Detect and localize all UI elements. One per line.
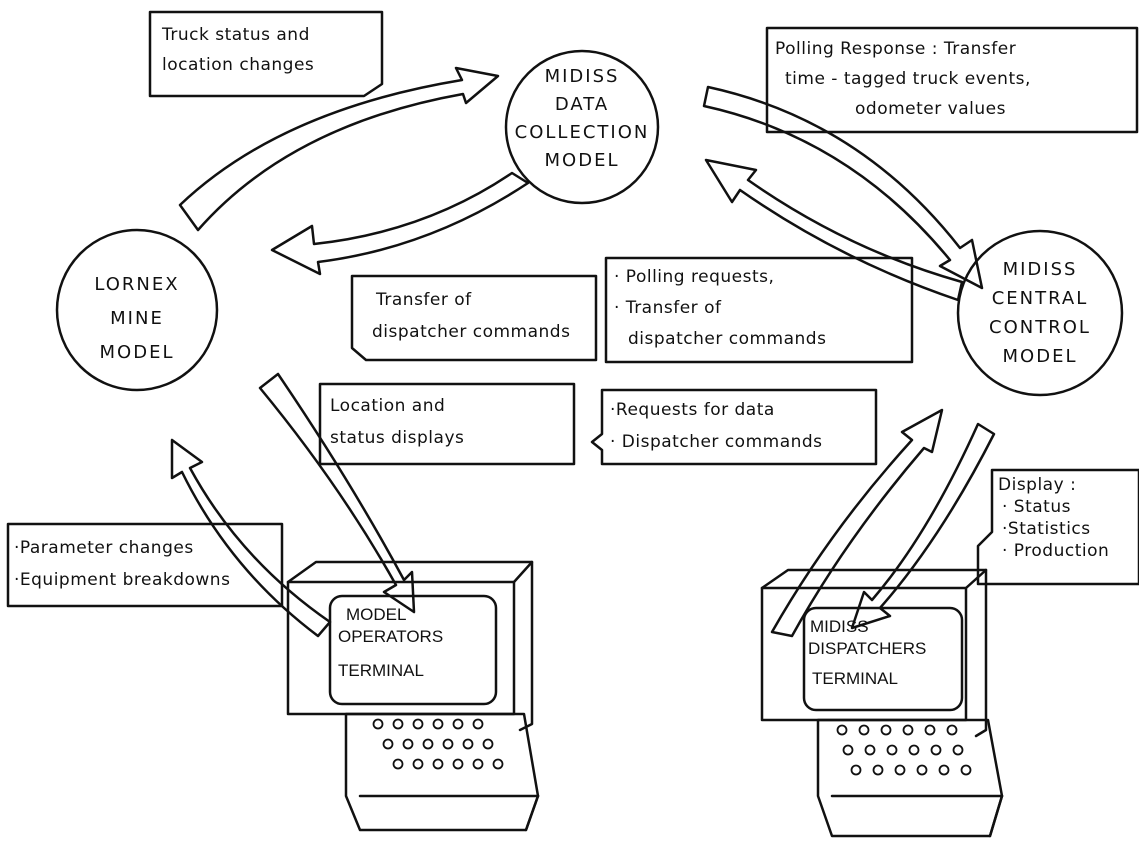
operators-terminal-screen [328,594,498,706]
node-label-mine: LORNEX MINE MODEL [94,274,180,363]
node-circle-central-control [956,229,1124,397]
box-requests-data [590,388,878,466]
node-circle-mine [55,228,219,392]
box-display [976,468,1139,586]
dispatchers-terminal-label: MIDISS DISPATCHERS TERMINAL [808,617,927,688]
arrow-terminal-to-central [770,408,944,638]
arrow-central-to-terminal [850,422,996,630]
dispatchers-terminal [760,568,1004,838]
operators-terminal-label: MODEL OPERATORS TERMINAL [338,605,444,680]
label-truck-status: Truck status and location changes [162,25,315,75]
node-label-central-control: MIDISS CENTRAL CONTROL MODEL [989,259,1091,367]
box-polling-requests [604,256,914,364]
label-parameter-changes: ·Parameter changes ·Equipment breakdowns [14,538,231,590]
label-requests-data: ·Requests for data · Dispatcher commands [610,400,823,452]
box-parameter-changes [6,522,284,608]
operators-terminal-keyboard [344,712,540,832]
label-polling-requests: · Polling requests, · Transfer of dispat… [614,267,827,349]
operators-keys [372,718,504,770]
box-truck-status [148,10,384,98]
label-display: Display : · Status ·Statistics · Product… [998,475,1110,561]
node-circle-data-collection [504,49,660,205]
arrow-terminal-to-mine [170,438,332,638]
arrow-collection-to-mine [270,171,530,276]
box-polling-response [765,26,1139,134]
label-location-displays: Location and status displays [330,396,465,448]
operators-terminal [286,560,540,832]
box-location-displays [318,382,576,466]
label-transfer-commands: Transfer of dispatcher commands [372,290,571,342]
node-label-data-collection: MIDISS DATA COLLECTION MODEL [514,66,650,171]
arrow-mine-to-collection [178,66,500,232]
box-transfer-commands [350,274,598,362]
dispatchers-terminal-keyboard [816,718,1004,838]
dispatchers-terminal-screen [802,606,964,712]
label-polling-response: Polling Response : Transfer time - tagge… [775,39,1031,119]
dispatchers-keys [836,724,972,776]
arrow-collection-to-central [702,85,984,290]
